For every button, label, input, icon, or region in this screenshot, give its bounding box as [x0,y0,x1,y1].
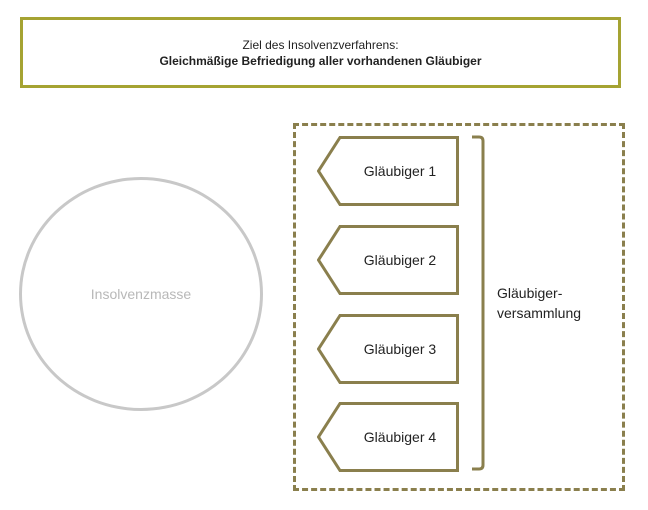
creditor-3-shape [317,314,459,384]
creditor-4-label: Gläubiger 4 [363,429,437,445]
creditor-assembly-box [293,123,625,491]
creditor-3-label: Gläubiger 3 [363,341,437,357]
goal-title: Ziel des Insolvenzverfahrens: [242,37,399,52]
insolvency-estate-circle: Insolvenzmasse [19,177,263,411]
creditor-2-shape [317,225,459,295]
creditor-1: Gläubiger 1 [317,136,459,206]
creditor-1-label: Gläubiger 1 [363,163,437,179]
creditor-1-shape [317,136,459,206]
creditor-4: Gläubiger 4 [317,402,459,472]
creditor-assembly-label: Gläubiger- versammlung [497,283,581,323]
insolvency-estate-label: Insolvenzmasse [90,286,192,302]
creditor-2: Gläubiger 2 [317,225,459,295]
creditor-2-label: Gläubiger 2 [363,252,437,268]
goal-statement: Gleichmäßige Befriedigung aller vorhande… [159,53,482,68]
creditor-4-shape [317,402,459,472]
goal-box: Ziel des Insolvenzverfahrens: Gleichmäßi… [20,17,621,88]
creditor-assembly-label-line1: Gläubiger- [497,285,563,301]
creditor-assembly-label-line2: versammlung [497,305,582,321]
creditor-3: Gläubiger 3 [317,314,459,384]
creditor-brace [472,135,485,471]
